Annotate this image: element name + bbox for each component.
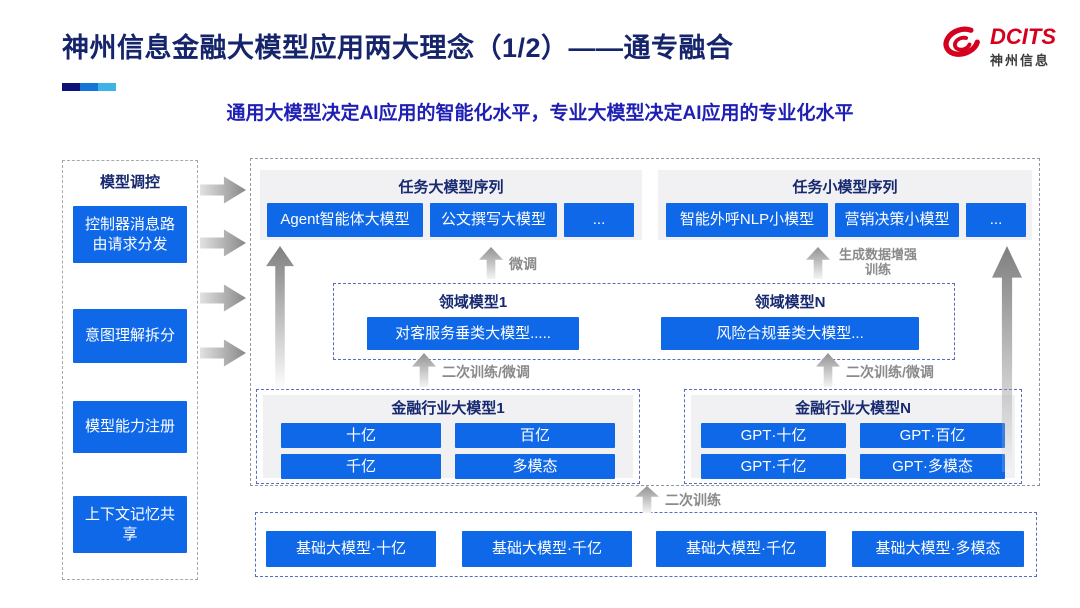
domain-models-container: 领域模型1 对客服务垂类大模型..... 领域模型N 风险合规垂类大模型... [333,283,955,360]
base-model-billion-box: 基础大模型·十亿 [266,531,436,567]
document-writing-model-box: 公文撰写大模型 [430,203,557,237]
task-large-model-section: 任务大模型序列 Agent智能体大模型 公文撰写大模型 ... [260,170,642,240]
logo-brand-text: DCITS [990,24,1056,49]
gen-data-train-label: 生成数据增强训练 [838,247,917,277]
accent-segment [62,83,80,91]
more-large-models-box: ... [564,203,634,237]
customer-service-model-box: 对客服务垂类大模型..... [367,317,579,350]
more-small-models-box: ... [966,203,1026,237]
accent-segment [80,83,98,91]
right-arrow-icon [200,339,246,367]
gpt-scale-box-ten-billion: GPT·百亿 [860,423,1005,448]
industry-model-1-container: 金融行业大模型1 十亿 百亿 千亿 多模态 [256,389,640,484]
scale-box-billion: 十亿 [281,423,441,448]
swirl-logo-icon [938,22,984,73]
scale-box-hundred-billion: 千亿 [281,454,441,479]
industry-model-n-section: 金融行业大模型N GPT·十亿 GPT·百亿 GPT·千亿 GPT·多模态 [691,395,1015,479]
page-title: 神州信息金融大模型应用两大理念（1/2）——通专融合 [62,33,734,63]
sidebar-item-controller-routing: 控制器消息路由请求分发 [73,206,187,263]
outbound-nlp-model-box: 智能外呼NLP小模型 [666,203,828,237]
right-arrow-icon [200,176,246,204]
domain-model-1-group: 领域模型1 对客服务垂类大模型..... [340,291,606,350]
scale-box-multimodal: 多模态 [455,454,615,479]
finetune-label: 微调 [509,256,537,272]
industry-model-n-title: 金融行业大模型N [795,400,911,417]
right-arrow-icon [200,284,246,312]
task-small-model-section: 任务小模型序列 智能外呼NLP小模型 营销决策小模型 ... [658,170,1032,240]
sidebar-item-intent-split: 意图理解拆分 [73,309,187,363]
base-model-multimodal-box: 基础大模型·多模态 [852,531,1024,567]
gpt-scale-box-multimodal: GPT·多模态 [860,454,1005,479]
slide-subtitle: 通用大模型决定AI应用的智能化水平，专业大模型决定AI应用的专业化水平 [226,103,854,124]
base-model-hundred-billion-box-2: 基础大模型·千亿 [656,531,826,567]
industry-model-n-container: 金融行业大模型N GPT·十亿 GPT·百亿 GPT·千亿 GPT·多模态 [684,389,1022,484]
industry-model-1-title: 金融行业大模型1 [391,400,505,417]
secondary-train-label: 二次训练 [665,492,721,508]
domain-model-n-title: 领域模型N [754,294,826,311]
industry-model-1-section: 金融行业大模型1 十亿 百亿 千亿 多模态 [263,395,633,479]
agent-large-model-box: Agent智能体大模型 [267,203,423,237]
base-models-container: 基础大模型·十亿 基础大模型·千亿 基础大模型·千亿 基础大模型·多模态 [255,512,1037,577]
sidebar-item-capability-register: 模型能力注册 [73,401,187,453]
right-arrow-icon [200,229,246,257]
model-architecture-container [250,158,1040,486]
up-arrow-icon [635,486,659,513]
secondary-train-finetune-left-label: 二次训练/微调 [442,364,530,380]
sidebar-item-context-memory: 上下文记忆共享 [73,496,187,553]
logo-brand-cn-text: 神州信息 [990,53,1051,68]
secondary-train-finetune-right-label: 二次训练/微调 [846,364,934,380]
task-small-model-title: 任务小模型序列 [792,179,898,196]
task-large-model-title: 任务大模型序列 [398,179,504,196]
gpt-scale-box-hundred-billion: GPT·千亿 [701,454,846,479]
domain-model-n-group: 领域模型N 风险合规垂类大模型... [654,291,926,350]
dcits-logo: DCITS 神州信息 [938,22,1056,73]
scale-box-ten-billion: 百亿 [455,423,615,448]
risk-compliance-model-box: 风险合规垂类大模型... [661,317,919,350]
base-model-hundred-billion-box: 基础大模型·千亿 [462,531,632,567]
accent-segment [98,83,116,91]
gpt-scale-box-billion: GPT·十亿 [701,423,846,448]
domain-model-1-title: 领域模型1 [438,294,508,311]
model-control-title: 模型调控 [99,174,160,191]
title-accent-bar [62,83,116,91]
marketing-decision-model-box: 营销决策小模型 [835,203,959,237]
model-control-panel: 模型调控 控制器消息路由请求分发 意图理解拆分 模型能力注册 上下文记忆共享 [62,160,198,580]
